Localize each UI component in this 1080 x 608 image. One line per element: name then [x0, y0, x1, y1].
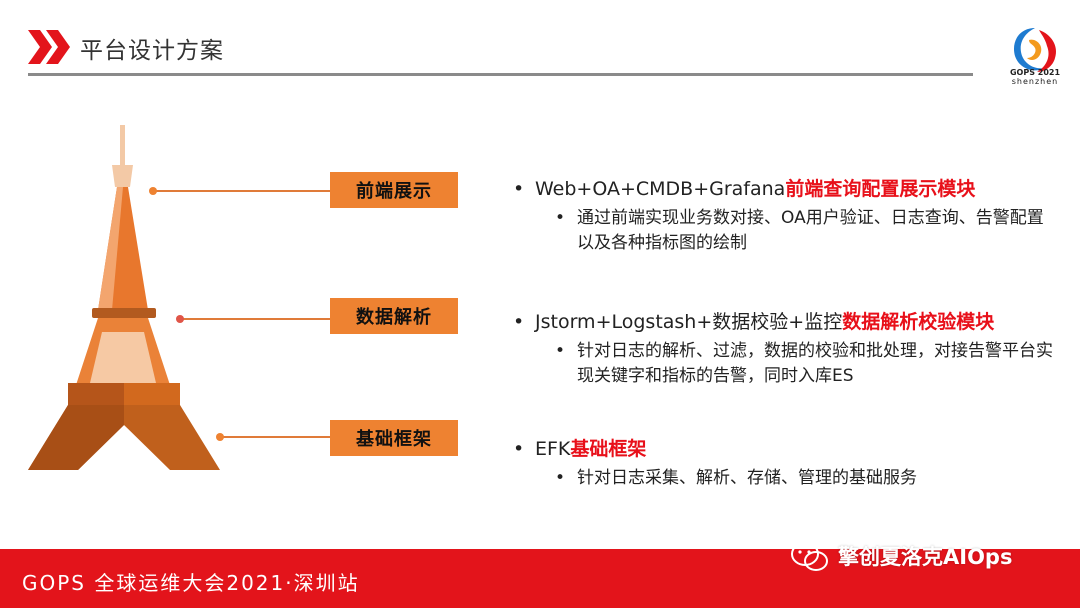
bullet-text: EFK基础框架 — [535, 436, 646, 462]
logo-sub: shenzhen — [995, 77, 1075, 86]
main-bullet: • Jstorm+Logstash+数据校验+监控数据解析校验模块 — [513, 309, 1073, 335]
layer-label-parsing: 数据解析 — [330, 298, 458, 334]
bullet-icon: • — [555, 339, 577, 389]
logo-name: GOPS 2021 — [995, 68, 1075, 77]
main-highlight: 数据解析校验模块 — [842, 311, 994, 333]
watermark-text: 擎创夏洛克AIOps — [838, 541, 1012, 571]
main-prefix: Web+OA+CMDB+Grafana — [535, 178, 785, 200]
bullet-text: Jstorm+Logstash+数据校验+监控数据解析校验模块 — [535, 309, 994, 335]
main-prefix: Jstorm+Logstash+数据校验+监控 — [535, 311, 842, 333]
title-divider — [28, 73, 973, 76]
connector-line-1 — [155, 190, 330, 192]
bullet-icon: • — [555, 466, 577, 491]
bullet-icon: • — [513, 309, 535, 335]
layer-label-frontend: 前端展示 — [330, 172, 458, 208]
layer-section-foundation: • EFK基础框架 • 针对日志采集、解析、存储、管理的基础服务 — [513, 436, 1073, 491]
connector-line-3 — [222, 436, 330, 438]
sub-bullet: • 针对日志采集、解析、存储、管理的基础服务 — [513, 466, 1073, 491]
bullet-icon: • — [513, 436, 535, 462]
connector-dot-3 — [216, 433, 224, 441]
sub-bullet: • 针对日志的解析、过滤，数据的校验和批处理，对接告警平台实现关键字和指标的告警… — [513, 339, 1073, 389]
eiffel-tower-illustration — [20, 125, 230, 475]
page-title: 平台设计方案 — [80, 31, 224, 65]
bullet-icon: • — [555, 206, 577, 256]
main-highlight: 前端查询配置展示模块 — [785, 178, 975, 200]
sub-bullet-text: 针对日志采集、解析、存储、管理的基础服务 — [577, 466, 1057, 491]
footer-text: GOPS 全球运维大会2021·深圳站 — [22, 567, 360, 596]
chevron-right-icon — [28, 30, 72, 64]
logo-caption: GOPS 2021 shenzhen — [995, 68, 1075, 86]
connector-dot-1 — [149, 187, 157, 195]
layer-label-foundation: 基础框架 — [330, 420, 458, 456]
sub-bullet-text: 针对日志的解析、过滤，数据的校验和批处理，对接告警平台实现关键字和指标的告警，同… — [577, 339, 1057, 389]
main-highlight: 基础框架 — [570, 438, 646, 460]
bullet-icon: • — [513, 176, 535, 202]
connector-dot-2 — [176, 315, 184, 323]
main-prefix: EFK — [535, 438, 570, 460]
layer-section-parsing: • Jstorm+Logstash+数据校验+监控数据解析校验模块 • 针对日志… — [513, 309, 1073, 389]
wechat-icon — [790, 541, 830, 573]
connector-line-2 — [182, 318, 330, 320]
main-bullet: • Web+OA+CMDB+Grafana前端查询配置展示模块 — [513, 176, 1073, 202]
bullet-text: Web+OA+CMDB+Grafana前端查询配置展示模块 — [535, 176, 975, 202]
sub-bullet-text: 通过前端实现业务数对接、OA用户验证、日志查询、告警配置以及各种指标图的绘制 — [577, 206, 1057, 256]
layer-section-frontend: • Web+OA+CMDB+Grafana前端查询配置展示模块 • 通过前端实现… — [513, 176, 1073, 256]
sub-bullet: • 通过前端实现业务数对接、OA用户验证、日志查询、告警配置以及各种指标图的绘制 — [513, 206, 1073, 256]
main-bullet: • EFK基础框架 — [513, 436, 1073, 462]
